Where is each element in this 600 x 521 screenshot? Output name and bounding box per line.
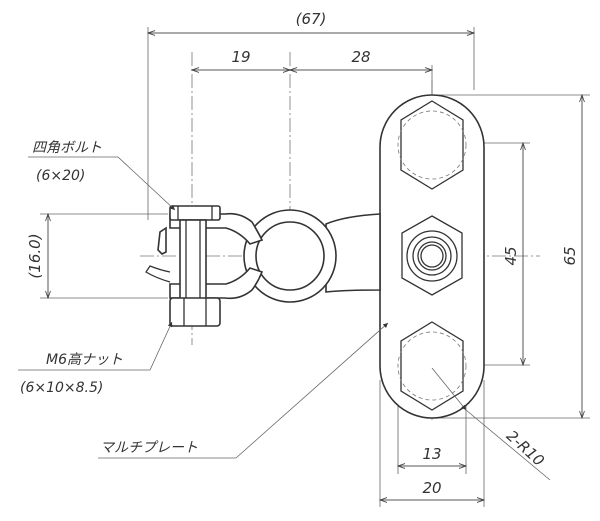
dimension-lines	[48, 33, 582, 500]
leaders	[18, 156, 551, 481]
nut-size-label: (6×10×8.5)	[20, 380, 103, 396]
dim-height-left: (16.0)	[26, 233, 44, 278]
multi-plate	[379, 94, 485, 419]
dim-hole-pitch: 45	[502, 246, 520, 265]
dim-center-offset: 28	[351, 48, 370, 66]
plate-name-label: マルチプレート	[100, 440, 198, 456]
dim-hex-across: 13	[422, 445, 441, 463]
dim-overall: (67)	[296, 10, 327, 28]
nut-name-label: M6高ナット	[46, 352, 123, 368]
battery-clamp	[145, 205, 381, 327]
bolt-size-label: (6×20)	[36, 168, 85, 184]
bolt-name-label: 四角ボルト	[32, 140, 102, 156]
dim-radius: 2-R10	[503, 427, 548, 470]
dim-plate-width: 20	[422, 479, 441, 497]
dim-plate-height: 65	[561, 246, 579, 265]
dim-left-offset: 19	[231, 48, 250, 66]
